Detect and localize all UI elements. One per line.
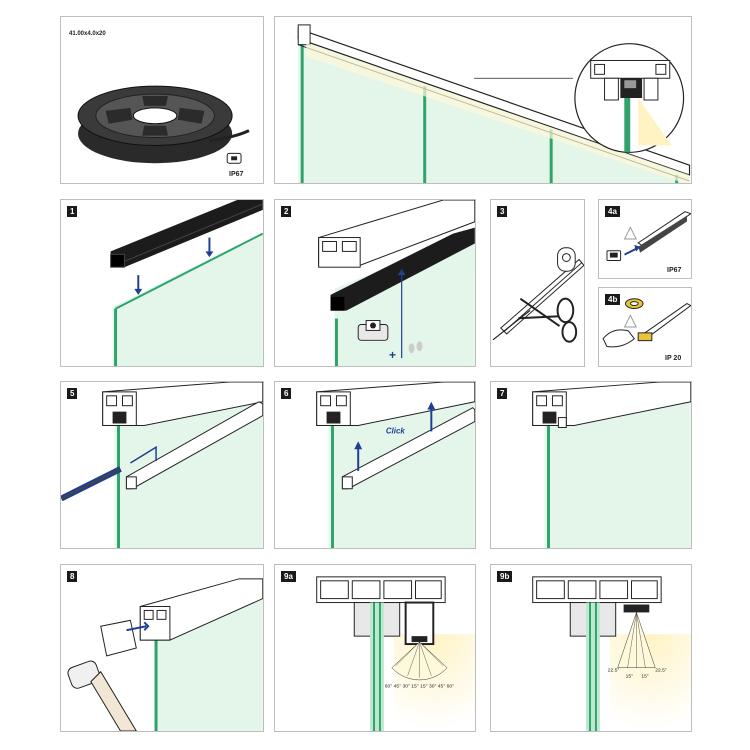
step-2-illustration (318, 200, 475, 366)
step-4b-illustration (602, 298, 691, 348)
overview-illustration (297, 24, 691, 183)
step-8-illustration (67, 578, 263, 731)
warning-icon (623, 226, 638, 240)
scissors-icon (556, 297, 575, 324)
step-5-illustration (61, 382, 263, 548)
end-cap-icon (100, 619, 137, 657)
step-number: 5 (67, 388, 78, 399)
beam-angle-left: 22.5° (608, 668, 620, 674)
step-6-illustration: Click (316, 382, 475, 548)
panel-step-7: 7 (490, 381, 692, 549)
panel-led-reel: 41.00x4.0x20 IP67 (60, 16, 264, 184)
panel-step-1: 1 (60, 199, 264, 367)
step-number: 4a (605, 206, 620, 217)
led-reel-illustration (77, 85, 250, 164)
step-number: 8 (67, 571, 78, 582)
beam-angle-right: 22.5° (655, 668, 667, 674)
step-7-illustration (532, 382, 691, 548)
beam-angle-labels: 60° 45° 30° 15° 15° 30° 45° 60° (385, 684, 454, 690)
step-number: 6 (281, 388, 292, 399)
panel-step-8: 8 (60, 564, 264, 732)
panel-step-6: 6 Click (274, 381, 476, 549)
step-number: 9b (497, 571, 513, 582)
overview-ip-rating: IP67 (229, 171, 244, 178)
beam-angle-mid-left: 15° (626, 674, 633, 680)
hand-icon (602, 329, 635, 348)
step-3-illustration (492, 247, 584, 343)
panel-installation-overview (274, 16, 692, 184)
ip67-label: IP67 (667, 267, 682, 274)
panel-step-9b: 9b 22.5° 15° 15° 22.5° (490, 564, 692, 732)
panel-step-2: 2 + (274, 199, 476, 367)
panel-step-4b: 4b IP 20 (598, 287, 692, 367)
plus-symbol: + (389, 348, 397, 362)
panel-step-5: 5 (60, 381, 264, 549)
step-number: 4b (605, 294, 621, 305)
step-number: 3 (497, 206, 508, 217)
step-9a-illustration: 60° 45° 30° 15° 15° 30° 45° 60° (316, 576, 475, 731)
panel-step-4a: 4a IP67 (598, 199, 692, 279)
panel-step-9a: 9a 60° 45° 30° 15° 15° 30° 45° 60° (274, 564, 476, 732)
step-number: 7 (497, 388, 508, 399)
step-number: 9a (281, 571, 296, 582)
beam-angle-mid-right: 15° (641, 674, 648, 680)
ip20-label: IP 20 (665, 355, 682, 362)
reel-dimension-label: 41.00x4.0x20 (69, 31, 106, 37)
panel-step-3: 3 (490, 199, 585, 367)
step-4a-illustration (606, 211, 691, 261)
warning-icon (623, 314, 638, 328)
step-number: 2 (281, 206, 292, 217)
step-number: 1 (67, 206, 78, 217)
step-1-illustration (110, 200, 263, 366)
step-9b-illustration: 22.5° 15° 15° 22.5° (532, 576, 691, 731)
click-label: Click (386, 426, 405, 435)
